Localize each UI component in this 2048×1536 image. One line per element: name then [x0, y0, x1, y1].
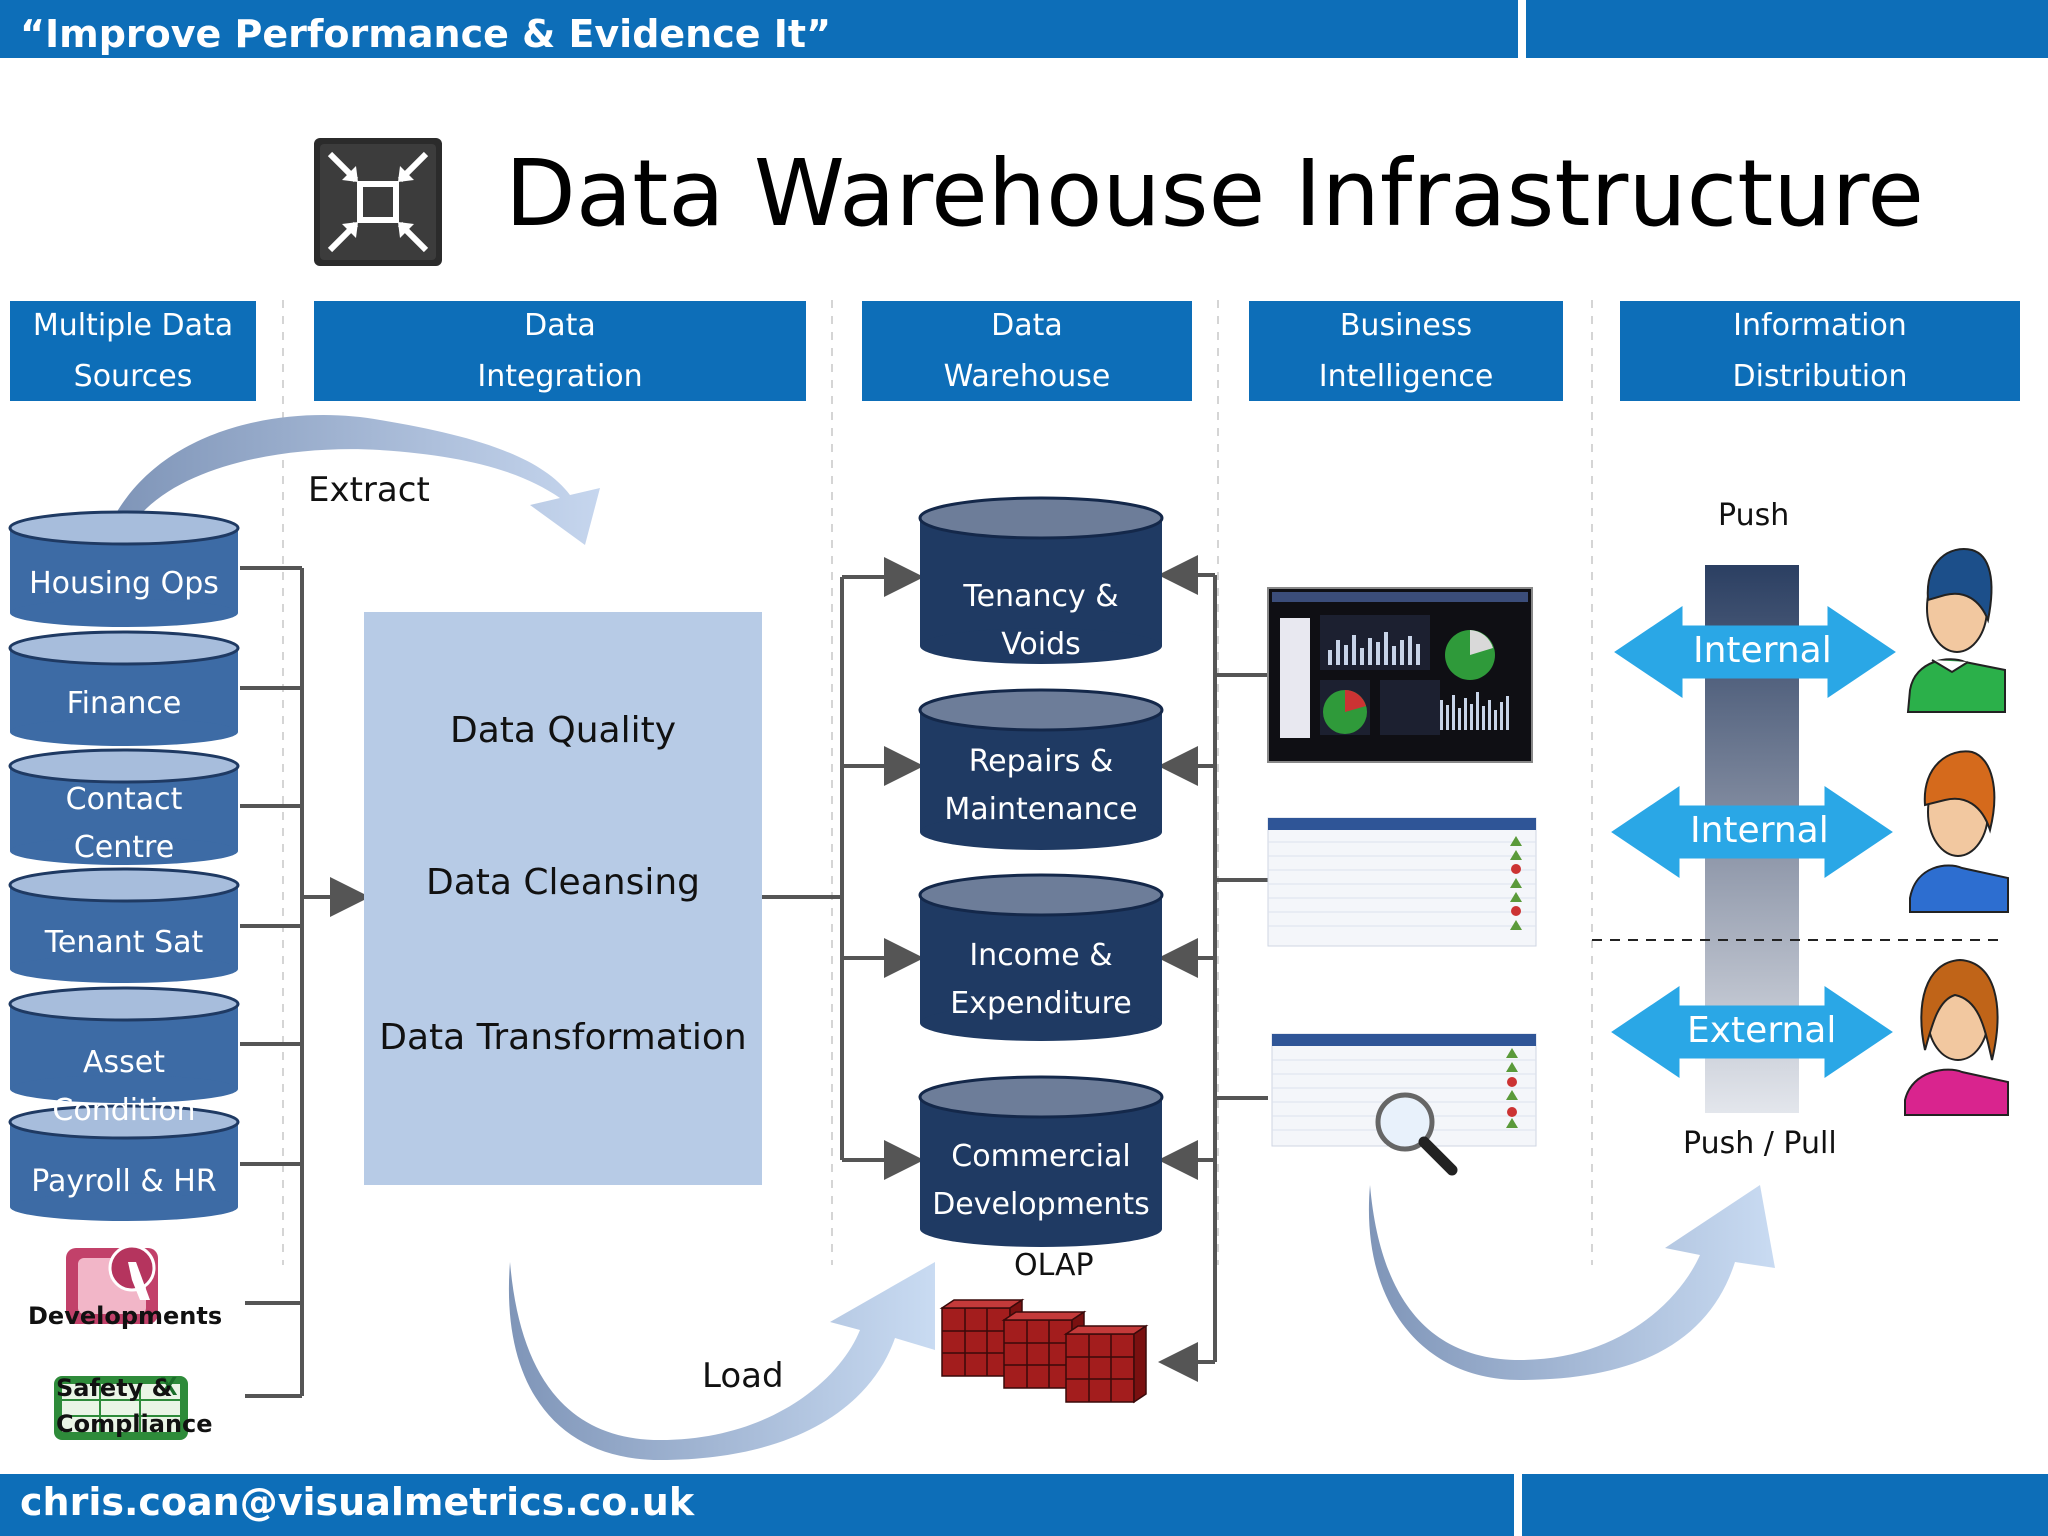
user-avatar-icon	[1906, 548, 2006, 713]
magnifier-icon	[1375, 1092, 1458, 1176]
warehouse-label-commercial-developments: Commercial Developments	[932, 1139, 1150, 1222]
warehouse-label-repairs-maintenance: Repairs & Maintenance	[944, 744, 1138, 827]
step-data-transformation: Data Transformation	[379, 1017, 747, 1058]
arrow-label-internal-1: Internal	[1693, 630, 1832, 671]
top-banner	[0, 0, 1518, 58]
distribution-arrows	[1611, 606, 1896, 1078]
arrow-internal-1	[1614, 606, 1896, 698]
warehouse-connectors	[762, 557, 924, 1180]
source-connectors	[240, 566, 370, 1398]
olap-cube-icon	[939, 1298, 1149, 1404]
source-label-housing-ops: Housing Ops	[29, 566, 219, 601]
load-label: Load	[702, 1356, 784, 1396]
cylinder-finance	[8, 630, 240, 746]
app-label-safety-compliance: Safety & Compliance	[56, 1374, 213, 1438]
access-app-icon	[66, 1244, 158, 1324]
load-arc	[508, 1262, 935, 1460]
push-pull-label: Push / Pull	[1683, 1126, 1837, 1161]
source-label-payroll-hr: Payroll & HR	[31, 1164, 217, 1199]
arrow-label-internal-2: Internal	[1690, 810, 1829, 851]
arrow-internal-2	[1611, 786, 1893, 878]
extract-arc	[115, 414, 600, 545]
extract-label: Extract	[308, 470, 430, 510]
cylinder-asset-condition	[8, 986, 240, 1103]
cylinder-payroll-hr	[8, 1104, 240, 1221]
tagline: “Improve Performance & Evidence It”	[20, 12, 832, 56]
source-label-asset-condition: Asset Condition	[52, 1045, 196, 1128]
header-data-warehouse: Data Warehouse	[862, 301, 1192, 401]
cylinder-tenant-sat	[8, 867, 240, 983]
top-banner-right	[1526, 0, 2048, 58]
header-multiple-data-sources: Multiple Data Sources	[10, 301, 256, 401]
source-label-tenant-sat: Tenant Sat	[44, 925, 204, 960]
footer-email: chris.coan@visualmetrics.co.uk	[20, 1480, 695, 1524]
push-label: Push	[1718, 498, 1790, 533]
cylinder-tenancy-voids	[918, 496, 1164, 664]
cylinder-contact-centre	[8, 748, 240, 865]
warehouse-label-income-expenditure: Income & Expenditure	[950, 938, 1132, 1021]
user-avatar-icon-3	[1904, 958, 2009, 1116]
etl-logo-icon	[314, 138, 442, 266]
svg-text:X: X	[160, 1371, 178, 1401]
cylinder-repairs-maintenance	[918, 688, 1164, 850]
source-label-contact-centre: Contact Centre	[65, 782, 183, 865]
arrow-label-external: External	[1687, 1010, 1837, 1051]
olap-label: OLAP	[1014, 1248, 1094, 1283]
distribution-arc	[1368, 1185, 1775, 1380]
header-business-intelligence: Business Intelligence	[1249, 301, 1563, 401]
source-cylinders	[8, 510, 240, 1221]
warehouse-cylinders	[918, 496, 1164, 1247]
step-data-quality: Data Quality	[449, 710, 677, 751]
step-data-cleansing: Data Cleansing	[426, 862, 700, 903]
source-label-finance: Finance	[66, 686, 182, 721]
bi-connectors	[1158, 555, 1268, 1382]
bottom-banner	[0, 1474, 1514, 1536]
warehouse-label-tenancy-voids: Tenancy & Voids	[963, 579, 1119, 662]
arrow-external	[1611, 986, 1893, 1078]
bottom-banner-right	[1522, 1474, 2048, 1536]
page-title: Data Warehouse Infrastructure	[505, 140, 1924, 247]
integration-box	[364, 612, 762, 1185]
column-separators	[282, 300, 1593, 1265]
app-label-developments: Developments	[28, 1302, 223, 1330]
cylinder-income-expenditure	[918, 873, 1164, 1041]
header-information-distribution: Information Distribution	[1620, 301, 2020, 401]
cylinder-housing-ops	[8, 510, 240, 627]
header-data-integration: Data Integration	[314, 301, 806, 401]
user-avatar-icon-2	[1909, 750, 2009, 913]
table-report-thumbnail	[1267, 817, 1537, 947]
dashboard-thumbnail	[1267, 587, 1533, 763]
excel-app-icon: X	[54, 1371, 188, 1440]
cylinder-commercial-developments	[918, 1075, 1164, 1247]
